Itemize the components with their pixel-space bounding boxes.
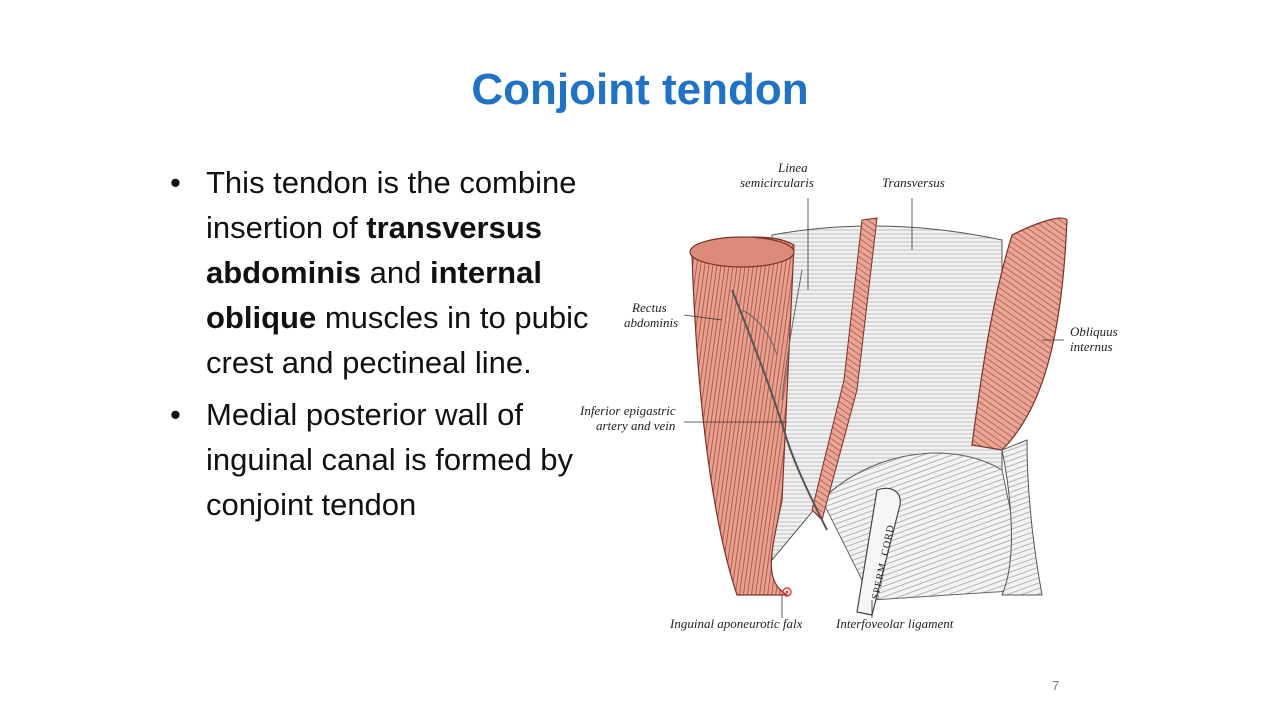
slide-title: Conjoint tendon	[471, 65, 809, 114]
label-rectus: Rectus	[631, 300, 667, 315]
bullet-2-text: Medial posterior wall of inguinal canal …	[206, 397, 574, 522]
label-obliquus: Obliquus	[1070, 324, 1118, 339]
lateral-column	[1001, 439, 1043, 596]
label-falx: Inguinal aponeurotic falx	[669, 616, 803, 631]
pointer-dot-icon	[782, 587, 792, 597]
label-semicircularis: semicircularis	[740, 175, 814, 190]
bullet-1-text-c: muscles in to pubic crest and pectineal …	[206, 300, 589, 380]
bullet-dot-icon: •	[170, 397, 181, 432]
page-number: 7	[1052, 678, 1060, 693]
label-transversus: Transversus	[882, 175, 945, 190]
bullet-item-1: • This tendon is the combine insertion o…	[166, 160, 636, 385]
rectus-abdominis	[691, 236, 795, 596]
obliquus-internus	[971, 217, 1068, 451]
label-artery-vein: artery and vein	[596, 418, 675, 433]
label-epigastric: Inferior epigastric	[579, 403, 676, 418]
bullet-1-bold-a: transversus abdominis	[206, 210, 543, 290]
bullet-dot-icon: •	[170, 165, 181, 200]
bullet-item-2: • Medial posterior wall of inguinal cana…	[166, 392, 636, 527]
epigastric-vessel	[731, 289, 828, 531]
bullet-1-text-a: This tendon is the combine insertion of	[206, 165, 577, 245]
label-interfoveolar: Interfoveolar ligament	[835, 616, 954, 631]
bullet-1-text-b: and	[361, 255, 430, 290]
bullet-list: • This tendon is the combine insertion o…	[166, 160, 636, 534]
anatomy-illustration: Linea semicircularis Transversus Rectus …	[579, 160, 1118, 631]
label-internus: internus	[1070, 339, 1113, 354]
label-abdominis: abdominis	[624, 315, 678, 330]
bullet-1-bold-b: internal oblique	[206, 255, 542, 335]
label-linea: Linea	[777, 160, 808, 175]
rectus-top	[689, 236, 795, 268]
spermatic-cord	[856, 487, 901, 616]
